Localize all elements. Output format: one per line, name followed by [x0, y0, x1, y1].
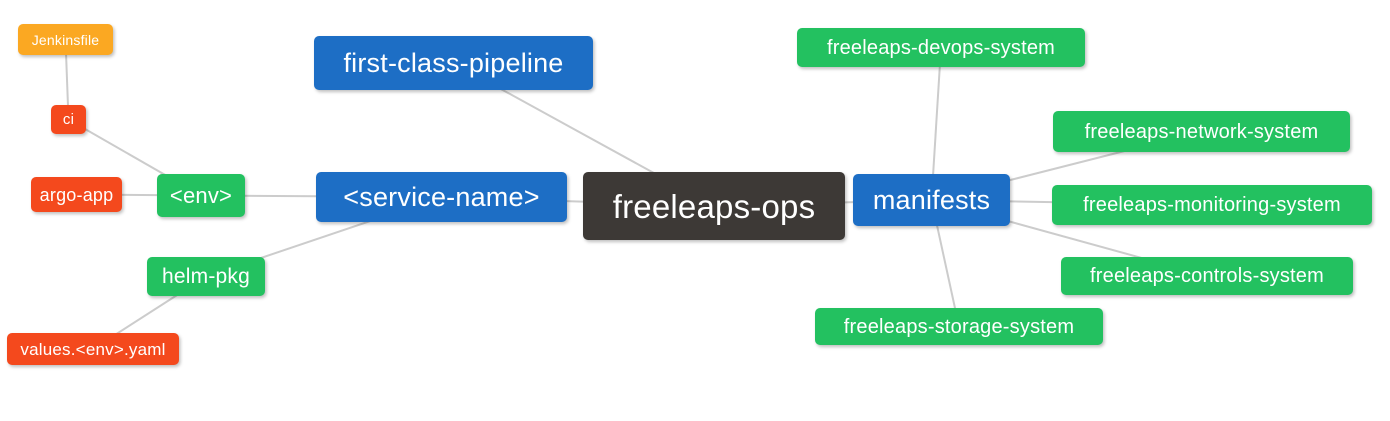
node-manifests[interactable]: manifests: [853, 174, 1010, 226]
node-freeleaps-controls-system[interactable]: freeleaps-controls-system: [1061, 257, 1353, 295]
node-values-env-yaml[interactable]: values.<env>.yaml: [7, 333, 179, 365]
node-freeleaps-ops[interactable]: freeleaps-ops: [583, 172, 845, 240]
node-service-name[interactable]: <service-name>: [316, 172, 567, 222]
node-helm-pkg[interactable]: helm-pkg: [147, 257, 265, 296]
node-freeleaps-storage-system[interactable]: freeleaps-storage-system: [815, 308, 1103, 345]
node-argo-app[interactable]: argo-app: [31, 177, 122, 212]
node-freeleaps-network-system[interactable]: freeleaps-network-system: [1053, 111, 1350, 152]
node-freeleaps-monitoring-system[interactable]: freeleaps-monitoring-system: [1052, 185, 1372, 225]
node-ci[interactable]: ci: [51, 105, 86, 134]
node-freeleaps-devops-system[interactable]: freeleaps-devops-system: [797, 28, 1085, 67]
node-env[interactable]: <env>: [157, 174, 245, 217]
node-jenkinsfile[interactable]: Jenkinsfile: [18, 24, 113, 55]
node-first-class-pipeline[interactable]: first-class-pipeline: [314, 36, 593, 90]
